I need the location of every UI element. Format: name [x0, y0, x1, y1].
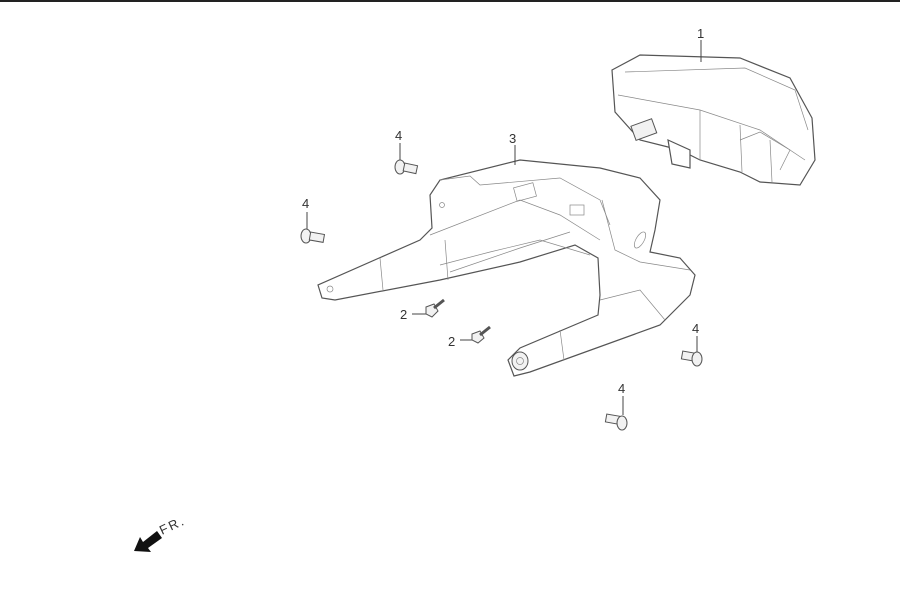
bolt-4-d: 4 — [604, 381, 628, 431]
callout-4-c: 4 — [692, 321, 699, 336]
bolt-4-a: 4 — [394, 128, 419, 175]
arrow-front-left-icon — [134, 531, 162, 552]
bolt-4-c: 4 — [680, 321, 703, 367]
callout-4-b: 4 — [302, 196, 309, 211]
screw-2-b: 2 — [448, 325, 491, 349]
direction-label: FR. — [157, 513, 188, 538]
top-border — [0, 0, 900, 2]
callout-4-d: 4 — [618, 381, 625, 396]
callout-2-b: 2 — [448, 334, 455, 349]
rear-frame-part — [317, 159, 696, 377]
callout-3: 3 — [509, 131, 516, 146]
callout-1: 1 — [697, 26, 704, 41]
bolt-4-b: 4 — [300, 196, 326, 244]
tail-light-part — [611, 54, 816, 186]
callout-2-a: 2 — [400, 307, 407, 322]
callout-4-a: 4 — [395, 128, 402, 143]
screw-2-a: 2 — [400, 298, 445, 322]
front-direction-indicator: FR. — [134, 513, 188, 552]
